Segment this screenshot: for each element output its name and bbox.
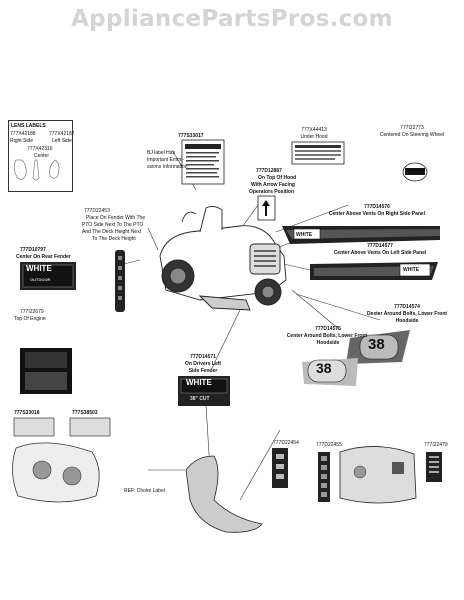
callout-777D14577-desc: Center Above Vents On Left Side Panel <box>333 250 427 256</box>
lens-desc-left: Left Side <box>52 138 72 144</box>
label-777S33018 <box>12 417 100 503</box>
model-38-left: 38 <box>316 360 332 376</box>
callout-777D12887-l2: With Arrow Facing <box>251 182 295 188</box>
model-decal-right <box>346 330 410 364</box>
callout-777D14577-part: 777D14577 <box>367 243 393 249</box>
callout-777D14576-desc: Center Above Vents On Right Side Panel <box>328 211 426 217</box>
right-side-panel-stripe <box>282 226 440 244</box>
callout-777D14575-l1: Center Around Bolts, Lower Front <box>286 333 368 339</box>
lens-part-right: 777X42188 <box>10 131 36 137</box>
callout-777S38503: 777S38503 <box>72 410 98 416</box>
callout-777D14571-part: 777D14571 <box>190 354 216 360</box>
left-panel-white-text: WHITE <box>403 267 420 273</box>
lens-labels-header: LENS LABELS <box>11 123 46 129</box>
callout-777X44413-desc: Under Hood <box>300 134 328 140</box>
steering-wheel-emblem <box>402 162 428 182</box>
lens-labels-box: LENS LABELS <box>8 120 73 192</box>
label-777S38503 <box>69 417 111 437</box>
callout-777I22679-desc: Top Of Engine <box>14 316 46 322</box>
rear-fender-outdoor-text: OUTDOOR <box>30 277 51 282</box>
callout-777I22773-desc: Centered On Steering Wheel <box>379 132 445 138</box>
engine-label <box>20 348 72 394</box>
callout-777D22453-l3: And The Deck Height Next <box>82 229 142 235</box>
rear-fender-white-text: WHITE <box>26 264 52 273</box>
lens-desc-right: Right Side <box>10 138 34 144</box>
tractor-illustration <box>159 205 287 311</box>
callout-bj-label-2: Important Emmi- <box>147 157 184 163</box>
rear-fender-decal <box>20 262 76 290</box>
callout-bj-label-1: BJ label Has <box>147 150 176 156</box>
callout-777D12887-l3: Operators Position <box>249 189 295 195</box>
callout-777I22679-part: 777I22679 <box>20 309 44 315</box>
callout-777D10797-part: 777D10797 <box>20 247 46 253</box>
callout-777I22773-part: 777I22773 <box>400 125 424 131</box>
callout-777D14574-l2: Hoodside <box>395 318 419 324</box>
drivers-fender-decal <box>178 376 230 406</box>
callout-777D10797-desc: Center On Rear Fender <box>16 254 71 260</box>
callout-777D12887-part: 777D12887 <box>256 168 282 174</box>
callout-777D14574-l1: Dexter Around Bolts, Lower Front <box>366 311 448 317</box>
callout-777X44413-part: 777X44413 <box>301 127 327 133</box>
callout-777D12887-l1: On Top Of Hood <box>258 175 297 181</box>
left-side-panel-stripe <box>310 262 438 280</box>
dash-panel <box>339 446 417 504</box>
callout-777D14575-part: 777D14575 <box>315 326 341 332</box>
lens-part-center: 777X42316 <box>27 146 53 152</box>
fender-strip-label <box>115 250 125 312</box>
callout-777D22455: 777D22455 <box>316 442 342 448</box>
model-decal-left <box>302 358 358 386</box>
under-hood-label <box>291 141 345 165</box>
callout-777D22453-l1: Place On Fender With The <box>86 215 146 221</box>
fender-deck-text: 38" CUT <box>190 396 210 402</box>
callout-777I22479: 777I22479 <box>424 442 448 448</box>
callout-777D22453-part: 777D22453 <box>84 208 110 214</box>
watermark: AppliancePartsPros.com <box>71 6 393 32</box>
callout-777D22454: 777D22454 <box>273 440 299 446</box>
callout-777S33018: 777S33018 <box>14 410 40 416</box>
fender-white-text: WHITE <box>186 378 212 387</box>
lens-part-left: 777X42187 <box>49 131 75 137</box>
right-panel-white-text: WHITE <box>296 232 313 238</box>
callout-777D22453-l2: PTO Side Next To The PTO <box>82 222 144 228</box>
hood-arrow-label <box>257 195 276 221</box>
callout-777D14571-l1: On Drivers Left <box>184 361 222 367</box>
label-777I22479 <box>426 452 442 482</box>
callout-777S33017: 777S33017 <box>178 133 204 139</box>
strip-777D22455 <box>318 452 330 502</box>
callout-777D14575-l2: Hoodside <box>316 340 340 346</box>
model-38-right: 38 <box>368 336 385 353</box>
callout-777D14571-l2: Side Fender <box>188 368 218 374</box>
callout-777D14574-part: 777D14574 <box>394 304 420 310</box>
callout-777D22453-l4: To The Deck Height <box>92 236 136 242</box>
callout-bj-label-3: ssions Information <box>147 164 188 170</box>
lens-desc-center: Center <box>34 153 50 159</box>
callout-ref-choke: REF: Choke Label <box>124 488 165 494</box>
callout-777D14576-part: 777D14576 <box>364 204 390 210</box>
lens-shapes <box>13 159 60 181</box>
emissions-label <box>181 139 225 185</box>
fender-seat-part <box>185 448 288 533</box>
